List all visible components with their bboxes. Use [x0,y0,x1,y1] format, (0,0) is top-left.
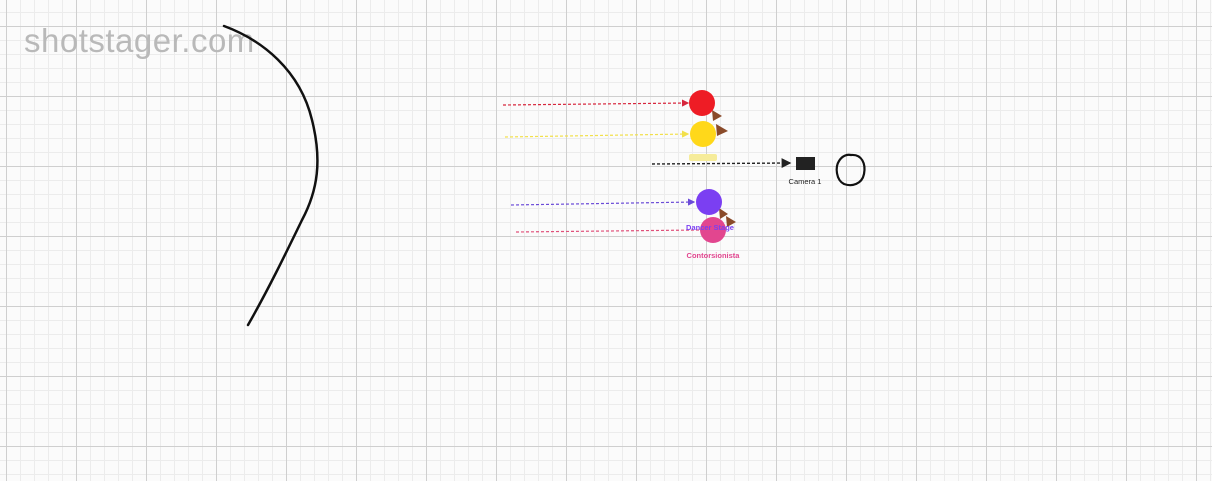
pink-actor-path[interactable] [515,229,701,233]
freehand-circle[interactable] [835,153,866,187]
red-actor-path[interactable] [502,99,690,107]
purple-facing-marker [719,208,728,219]
purple-actor[interactable] [696,189,722,215]
pink-actor[interactable] [700,217,726,243]
purple-actor-label: Dancer Stage [686,223,734,232]
yellow-actor-path[interactable] [504,130,690,138]
yellow-actor-label [689,154,717,161]
pink-actor-label: Contorsionista [687,251,741,260]
camera-label: Camera 1 [789,177,822,186]
camera-icon[interactable] [796,157,815,170]
yellow-actor[interactable] [690,121,716,147]
set-curve[interactable] [222,24,319,327]
red-facing-marker [712,110,722,121]
pink-facing-marker [726,216,736,227]
camera-path[interactable] [651,158,792,168]
red-actor[interactable] [689,90,715,116]
yellow-facing-marker [716,124,728,136]
watermark-text: shotstager.com [24,22,255,59]
purple-actor-path[interactable] [510,198,696,206]
